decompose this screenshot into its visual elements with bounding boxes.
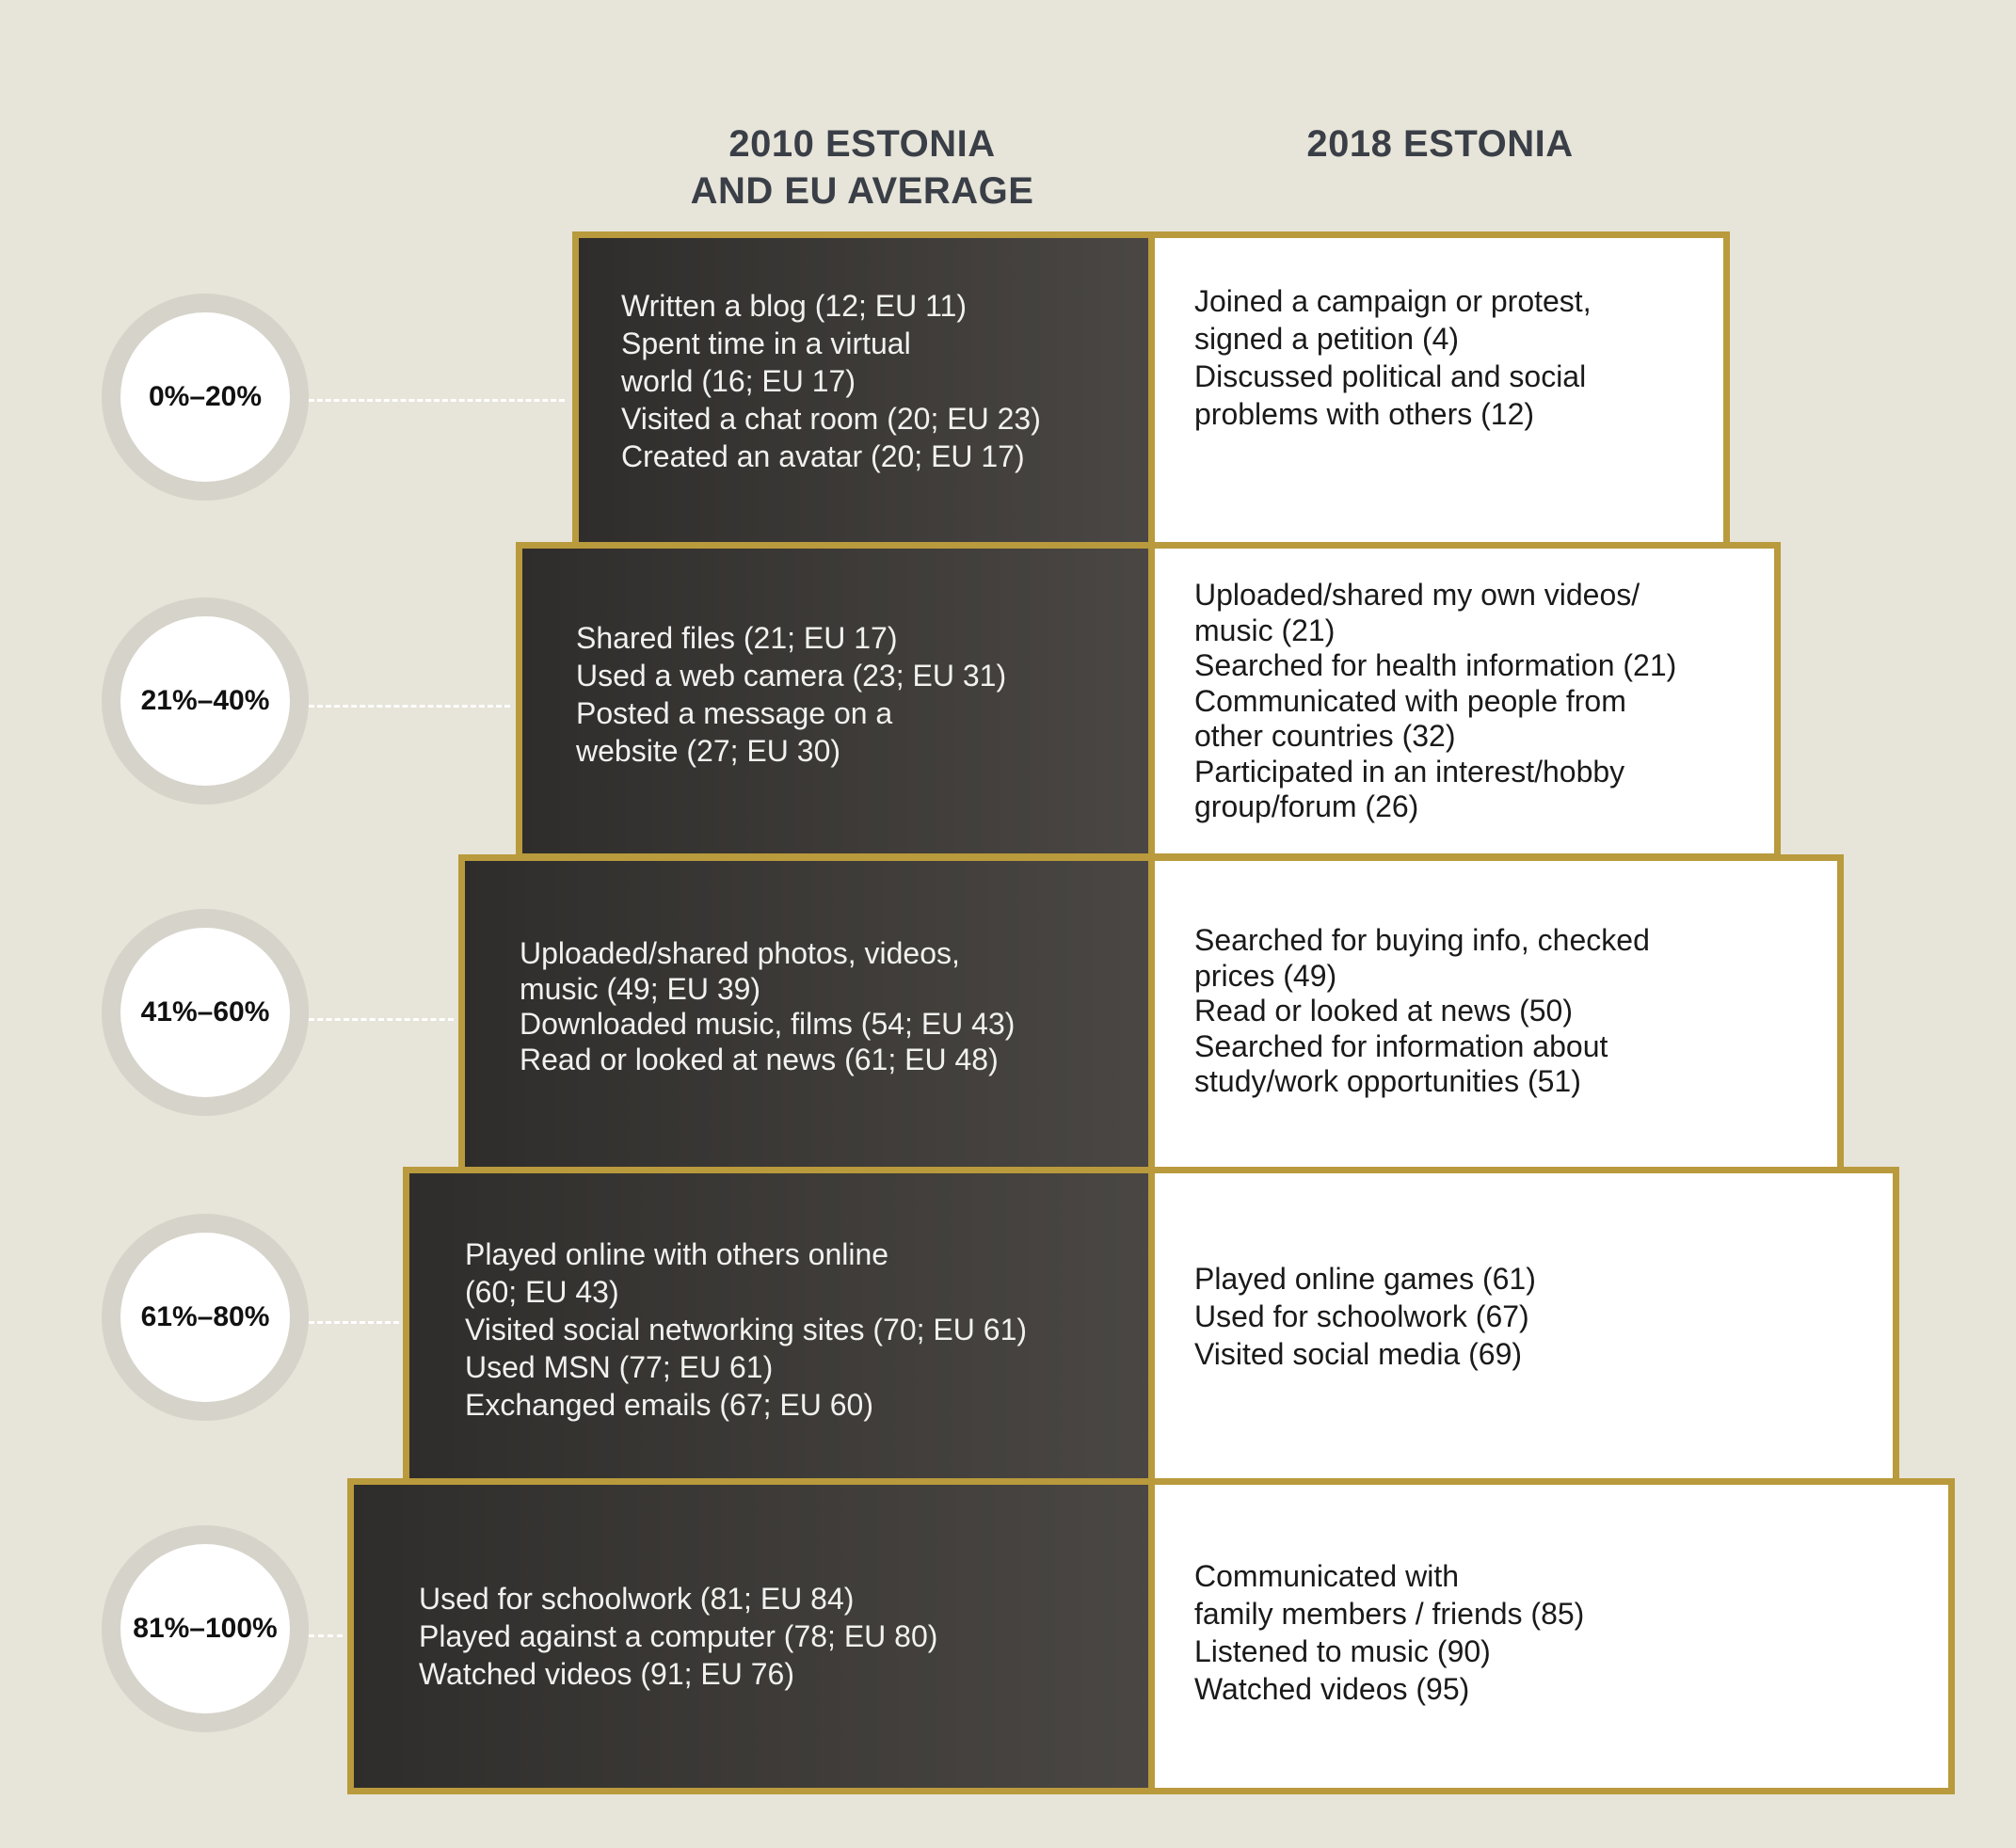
tier-0-20-2010-panel: Written a blog (12; EU 11) Spent time in… <box>579 238 1155 543</box>
tier-81-100: Used for schoolwork (81; EU 84) Played a… <box>347 1478 1955 1794</box>
connector-61-80 <box>309 1321 399 1324</box>
list-item: Written a blog (12; EU 11) <box>621 289 967 323</box>
tier-81-100-2010-items: Used for schoolwork (81; EU 84) Played a… <box>419 1580 937 1693</box>
list-item: world (16; EU 17) <box>621 364 856 398</box>
tier-0-20-2010-items: Written a blog (12; EU 11) Spent time in… <box>621 287 1041 475</box>
tier-41-60: Uploaded/shared photos, videos, music (4… <box>458 854 1844 1174</box>
list-item: Used for schoolwork (81; EU 84) <box>419 1582 855 1616</box>
list-item: signed a petition (4) <box>1194 322 1460 356</box>
tier-41-60-2018-items: Searched for buying info, checked prices… <box>1194 923 1650 1100</box>
list-item: prices (49) <box>1194 958 1337 993</box>
range-badge-61-80: 61%–80% <box>102 1214 309 1421</box>
list-item: Posted a message on a <box>576 696 893 730</box>
tier-0-20-2018-panel: Joined a campaign or protest, signed a p… <box>1148 238 1723 543</box>
list-item: Uploaded/shared photos, videos, <box>520 936 960 970</box>
list-item: problems with others (12) <box>1194 397 1535 431</box>
list-item: Watched videos (91; EU 76) <box>419 1657 794 1691</box>
tier-61-80-2018-panel: Played online games (61) Used for school… <box>1148 1173 1893 1480</box>
column-header-2018: 2018 ESTONIA <box>1158 120 1722 167</box>
range-badge-81-100: 81%–100% <box>102 1525 309 1732</box>
range-label-21-40: 21%–40% <box>120 616 290 786</box>
column-header-2018-line-1: 2018 ESTONIA <box>1306 123 1574 165</box>
tier-0-20: Written a blog (12; EU 11) Spent time in… <box>572 231 1730 550</box>
list-item: Watched videos (95) <box>1194 1672 1470 1706</box>
list-item: group/forum (26) <box>1194 789 1419 823</box>
list-item: family members / friends (85) <box>1194 1597 1585 1631</box>
list-item: Listened to music (90) <box>1194 1634 1491 1668</box>
range-badge-41-60: 41%–60% <box>102 909 309 1116</box>
list-item: Searched for buying info, checked <box>1194 923 1650 957</box>
list-item: Played against a computer (78; EU 80) <box>419 1619 938 1653</box>
tier-0-20-2018-items: Joined a campaign or protest, signed a p… <box>1194 282 1592 433</box>
list-item: other countries (32) <box>1194 719 1456 753</box>
range-label-61-80: 61%–80% <box>120 1233 290 1402</box>
tier-41-60-2010-items: Uploaded/shared photos, videos, music (4… <box>520 936 1015 1077</box>
tier-61-80: Played online with others online (60; EU… <box>403 1167 1899 1487</box>
list-item: Played online with others online <box>465 1237 889 1271</box>
connector-41-60 <box>309 1018 454 1021</box>
list-item: Uploaded/shared my own videos/ <box>1194 578 1640 612</box>
list-item: website (27; EU 30) <box>576 734 841 768</box>
tier-21-40-2010-panel: Shared files (21; EU 17) Used a web came… <box>522 549 1155 853</box>
list-item: Exchanged emails (67; EU 60) <box>465 1388 873 1422</box>
range-label-0-20: 0%–20% <box>120 312 290 482</box>
list-item: Visited social media (69) <box>1194 1337 1523 1371</box>
tier-81-100-2018-panel: Communicated with family members / frien… <box>1148 1485 1948 1788</box>
list-item: Discussed political and social <box>1194 359 1587 393</box>
connector-81-100 <box>309 1634 343 1637</box>
connector-0-20 <box>309 399 565 402</box>
tier-21-40-2018-panel: Uploaded/shared my own videos/ music (21… <box>1148 549 1774 853</box>
list-item: Participated in an interest/hobby <box>1194 754 1625 789</box>
tier-21-40-2010-items: Shared files (21; EU 17) Used a web came… <box>576 619 1006 770</box>
list-item: Searched for information about <box>1194 1028 1608 1063</box>
range-label-41-60: 41%–60% <box>120 928 290 1097</box>
list-item: Downloaded music, films (54; EU 43) <box>520 1007 1016 1041</box>
list-item: music (21) <box>1194 613 1336 647</box>
list-item: Used for schoolwork (67) <box>1194 1299 1529 1333</box>
tier-81-100-2010-panel: Used for schoolwork (81; EU 84) Played a… <box>354 1485 1155 1788</box>
list-item: Visited social networking sites (70; EU … <box>465 1313 1028 1346</box>
list-item: Used MSN (77; EU 61) <box>465 1350 774 1384</box>
range-badge-21-40: 21%–40% <box>102 597 309 805</box>
list-item: music (49; EU 39) <box>520 971 761 1006</box>
list-item: Read or looked at news (50) <box>1194 994 1573 1028</box>
list-item: Searched for health information (21) <box>1194 648 1677 682</box>
list-item: (60; EU 43) <box>465 1275 619 1309</box>
range-label-81-100: 81%–100% <box>120 1544 290 1713</box>
column-header-2010: 2010 ESTONIA AND EU AVERAGE <box>580 120 1144 215</box>
tier-41-60-2010-panel: Uploaded/shared photos, videos, music (4… <box>465 861 1155 1168</box>
tier-21-40: Shared files (21; EU 17) Used a web came… <box>516 542 1781 860</box>
list-item: Communicated with <box>1194 1559 1459 1593</box>
list-item: study/work opportunities (51) <box>1194 1064 1581 1098</box>
column-header-2010-line-2: AND EU AVERAGE <box>690 170 1034 212</box>
list-item: Played online games (61) <box>1194 1262 1536 1296</box>
list-item: Read or looked at news (61; EU 48) <box>520 1042 999 1076</box>
tier-61-80-2018-items: Played online games (61) Used for school… <box>1194 1260 1536 1373</box>
list-item: Shared files (21; EU 17) <box>576 621 898 655</box>
connector-21-40 <box>309 705 510 708</box>
column-header-2010-line-1: 2010 ESTONIA <box>728 123 996 165</box>
tier-81-100-2018-items: Communicated with family members / frien… <box>1194 1557 1584 1708</box>
list-item: Used a web camera (23; EU 31) <box>576 659 1007 693</box>
tier-41-60-2018-panel: Searched for buying info, checked prices… <box>1148 861 1837 1168</box>
list-item: Visited a chat room (20; EU 23) <box>621 402 1041 436</box>
range-badge-0-20: 0%–20% <box>102 294 309 501</box>
list-item: Communicated with people from <box>1194 683 1626 718</box>
tier-21-40-2018-items: Uploaded/shared my own videos/ music (21… <box>1194 578 1676 825</box>
tier-61-80-2010-items: Played online with others online (60; EU… <box>465 1235 1027 1424</box>
list-item: Joined a campaign or protest, <box>1194 284 1592 318</box>
list-item: Spent time in a virtual <box>621 327 911 360</box>
tier-61-80-2010-panel: Played online with others online (60; EU… <box>409 1173 1155 1480</box>
list-item: Created an avatar (20; EU 17) <box>621 439 1025 473</box>
